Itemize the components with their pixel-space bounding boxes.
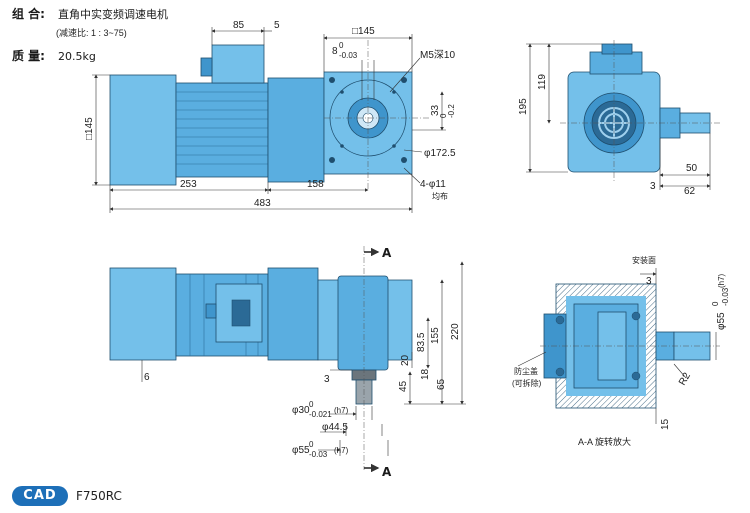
dim-50: 50 bbox=[686, 163, 698, 174]
section-phi55: φ55 bbox=[716, 312, 727, 330]
ratio-note: (减速比: 1 : 3~75) bbox=[56, 27, 127, 38]
motor-body bbox=[175, 82, 269, 178]
section-phi55-lo: -0.03 bbox=[721, 287, 730, 306]
dim-145-top: □145 bbox=[352, 26, 375, 37]
dim-158: 158 bbox=[307, 179, 324, 190]
cable-gland bbox=[200, 57, 213, 77]
bottom-motor-cap bbox=[109, 267, 177, 361]
install-label: 安装面 bbox=[632, 255, 656, 265]
dim-8-up: 0 bbox=[339, 41, 344, 50]
dim-145-left: □145 bbox=[84, 117, 95, 140]
dim-phi55-up: 0 bbox=[309, 440, 314, 449]
dim-phi44: φ44.5 bbox=[322, 422, 348, 433]
mass-value: 20.5kg bbox=[58, 50, 96, 63]
dim-3-bottom: 3 bbox=[324, 374, 330, 385]
bottom-coupling bbox=[267, 267, 319, 361]
dim-8-lo: -0.03 bbox=[339, 51, 358, 60]
removable-label: (可拆除) bbox=[512, 378, 542, 388]
dim-62: 62 bbox=[684, 186, 696, 197]
side-terminal-box bbox=[589, 51, 643, 75]
dust-cover-label: 防尘盖 bbox=[514, 366, 538, 376]
coupling-housing bbox=[267, 77, 325, 183]
section-caption: A-A 旋转放大 bbox=[578, 436, 631, 447]
dim-phi30-lo: -0.021 bbox=[309, 410, 332, 419]
dim-6: 6 bbox=[144, 372, 150, 383]
dim-20: 20 bbox=[400, 354, 411, 366]
section-view: 安装面 3 φ55 0 -0.03 (h7) R2 15 防尘盖 (可拆除) A… bbox=[512, 255, 730, 447]
dim-8: 8 bbox=[332, 46, 338, 57]
dim-phi172: φ172.5 bbox=[424, 148, 456, 159]
dim-33: 33 bbox=[430, 104, 441, 116]
mount-holes bbox=[329, 77, 407, 163]
section-mark-top: A bbox=[382, 246, 392, 260]
dim-holes: 4-φ11 bbox=[420, 179, 446, 190]
model-number: F750RC bbox=[76, 489, 122, 503]
dim-phi30: φ30 bbox=[292, 405, 310, 416]
dim-33-tol: 0 bbox=[439, 113, 448, 118]
mass-label: 质 量: bbox=[12, 48, 45, 63]
dim-3-side: 3 bbox=[650, 181, 656, 192]
motor-end-cap bbox=[109, 74, 177, 186]
dim-65: 65 bbox=[436, 378, 447, 390]
dim-5: 5 bbox=[274, 20, 280, 31]
combo-label: 组 合: bbox=[12, 6, 45, 21]
section-dim-15: 15 bbox=[660, 418, 671, 430]
section-r2: R2 bbox=[677, 371, 693, 388]
cad-badge: CAD bbox=[12, 486, 68, 506]
dim-phi30-up: 0 bbox=[309, 400, 314, 409]
dim-33-lo: -0.2 bbox=[447, 104, 456, 118]
dim-phi55-lo: -0.03 bbox=[309, 450, 328, 459]
dim-195: 195 bbox=[518, 98, 529, 115]
front-view: 85 5 □145 8 0 -0.03 M5深10 33 0 -0.2 □145… bbox=[84, 20, 456, 213]
dim-45: 45 bbox=[398, 380, 409, 392]
dim-83: 83.5 bbox=[416, 332, 427, 352]
dim-220: 220 bbox=[450, 323, 461, 340]
section-dim-3: 3 bbox=[646, 276, 652, 287]
dim-119: 119 bbox=[537, 74, 548, 90]
bottom-terminal-box bbox=[215, 283, 263, 343]
dim-phi30-h: (h7) bbox=[334, 406, 349, 415]
dim-85: 85 bbox=[233, 20, 245, 31]
section-phi55-h: (h7) bbox=[717, 273, 726, 288]
dim-155: 155 bbox=[430, 327, 441, 344]
dim-holes-note: 均布 bbox=[432, 191, 448, 201]
bottom-view: A A 155 220 83.5 20 18 45 65 6 3 φ30 0 -… bbox=[109, 246, 466, 479]
motor-fins bbox=[176, 91, 268, 165]
dim-m5: M5深10 bbox=[420, 49, 455, 61]
section-phi55-up: 0 bbox=[711, 301, 720, 306]
section-mark-bottom: A bbox=[382, 465, 392, 479]
dim-18: 18 bbox=[420, 368, 431, 380]
dim-phi55: φ55 bbox=[292, 445, 310, 456]
dim-phi55-h: (h7) bbox=[334, 446, 349, 455]
terminal-box bbox=[211, 44, 265, 84]
combo-value: 直角中实变频调速电机 bbox=[58, 7, 168, 21]
dim-483: 483 bbox=[254, 198, 271, 209]
side-view: 195 119 50 62 3 bbox=[518, 40, 720, 197]
dim-253: 253 bbox=[180, 179, 197, 190]
